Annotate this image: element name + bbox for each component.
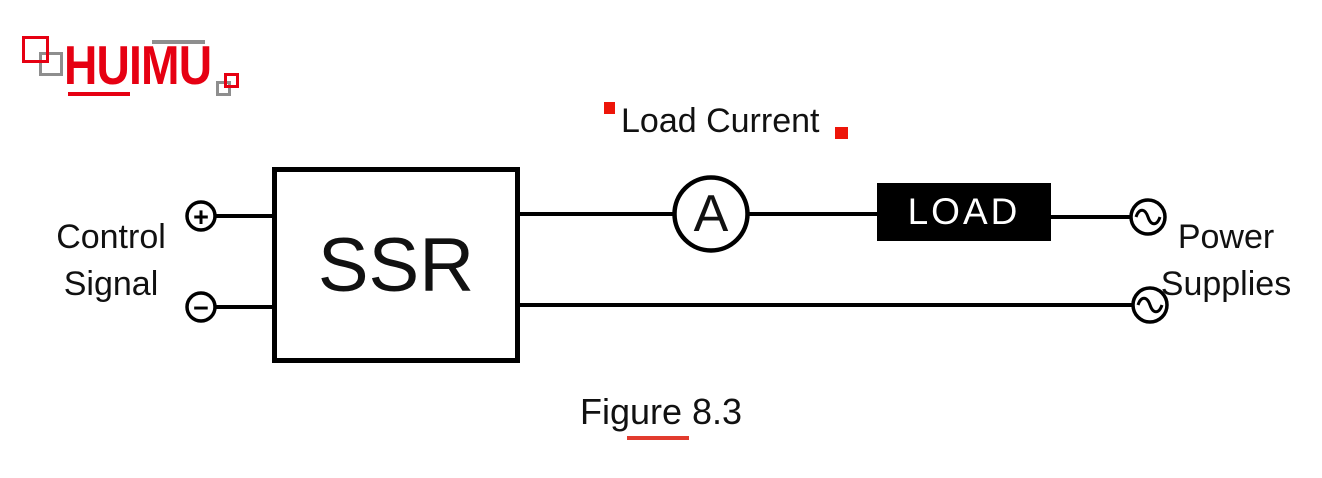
logo-small-gray-square-icon (216, 81, 231, 96)
logo-gray-square-icon (39, 52, 63, 76)
figure-caption: Figure 8.3 (579, 391, 743, 432)
logo-wordmark: HUIMU (64, 34, 212, 96)
power-supplies-label: Power Supplies (1146, 214, 1306, 308)
ac-sine-icon (1134, 208, 1162, 226)
logo-underline-bar (68, 92, 130, 96)
load-label: LOAD (907, 191, 1021, 232)
ammeter-label: A (693, 185, 729, 243)
power-supplies-line1: Power (1177, 218, 1275, 256)
ssr-label: SSR (317, 222, 475, 308)
plus-symbol: + (193, 202, 209, 232)
minus-terminal-icon (185, 291, 217, 323)
control-signal-line2: Signal (63, 265, 159, 303)
red-marker-icon (835, 127, 848, 139)
minus-symbol: − (193, 293, 209, 323)
ssr-box (272, 167, 520, 363)
plus-terminal-icon (185, 200, 217, 232)
control-signal-label: Control Signal (30, 214, 192, 308)
ammeter-circle (672, 175, 750, 253)
caption-underline (627, 436, 689, 440)
logo-red-square-icon (22, 36, 49, 63)
red-marker-icon (604, 102, 615, 114)
power-supplies-line2: Supplies (1160, 265, 1292, 303)
logo-small-red-square-icon (224, 73, 239, 88)
load-box (877, 183, 1051, 241)
control-signal-line1: Control (56, 218, 166, 256)
diagram-title: Load Current (621, 102, 820, 140)
logo-top-bar (152, 40, 205, 44)
ac-sine-icon (1136, 296, 1164, 314)
